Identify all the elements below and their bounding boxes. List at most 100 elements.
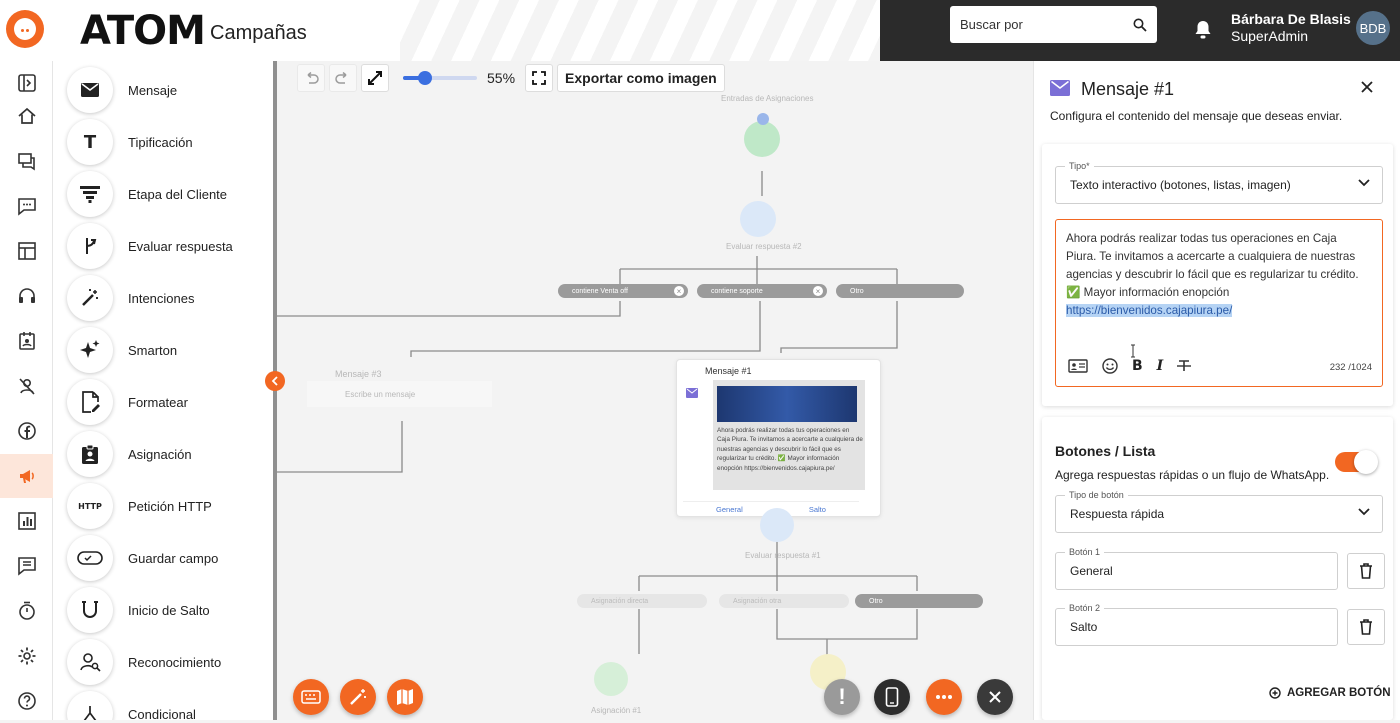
close-icon[interactable] — [1360, 80, 1374, 94]
palette-item-tipificacion[interactable]: T Tipificación — [67, 117, 267, 167]
app-logo-icon[interactable] — [6, 10, 44, 48]
message-button-general[interactable]: General — [716, 505, 743, 514]
boton1-input[interactable]: Botón 1 General — [1055, 547, 1338, 590]
palette-item-etapa[interactable]: Etapa del Cliente — [67, 169, 267, 219]
palette-item-salto[interactable]: Inicio de Salto — [67, 585, 267, 635]
settings-gear-icon[interactable] — [0, 634, 53, 678]
add-button-label: AGREGAR BOTÓN — [1287, 687, 1391, 699]
palette-item-formatear[interactable]: Formatear — [67, 377, 267, 427]
magic-wand-icon — [82, 289, 98, 306]
boton2-value: Salto — [1070, 620, 1098, 634]
palette-item-smarton[interactable]: Smarton — [67, 325, 267, 375]
node-label: Evaluar respuesta #1 — [745, 551, 821, 560]
buttons-toggle[interactable] — [1335, 450, 1378, 474]
envelope-icon — [686, 388, 698, 398]
palette-item-evaluar[interactable]: Evaluar respuesta — [67, 221, 267, 271]
message-button-salto[interactable]: Salto — [808, 505, 826, 514]
tipo-select[interactable]: Tipo* Texto interactivo (botones, listas… — [1055, 161, 1383, 204]
tipo-label: Tipo* — [1065, 161, 1094, 171]
facebook-icon[interactable] — [0, 409, 53, 453]
zoom-slider-fill — [403, 76, 426, 80]
calendar-user-icon[interactable] — [0, 319, 53, 363]
delete-boton1-button[interactable] — [1347, 553, 1385, 589]
flow-canvas[interactable]: 55% Exportar como imagen Entradas de Asi… — [277, 61, 1033, 720]
add-button[interactable]: AGREGAR BOTÓN — [1269, 687, 1391, 699]
message-text: Ahora podrás realizar todas tus operacio… — [1066, 230, 1366, 320]
avatar[interactable]: BDB — [1356, 11, 1390, 45]
italic-icon[interactable]: I — [1156, 358, 1164, 374]
condition-pill-text: Asignación directa — [591, 597, 649, 605]
emoji-icon[interactable] — [1102, 358, 1118, 374]
palette-item-guardar[interactable]: Guardar campo — [67, 533, 267, 583]
palette-item-http[interactable]: HTTP Petición HTTP — [67, 481, 267, 531]
palette-item-reconocimiento[interactable]: Reconocimiento — [67, 637, 267, 687]
message3-node[interactable]: Escribe un mensaje — [307, 381, 492, 407]
warnings-button[interactable]: ! — [824, 679, 860, 715]
message-link[interactable]: https://bienvenidos.cajapiura.pe/ — [1066, 304, 1233, 317]
message-image — [717, 386, 857, 422]
redo-button[interactable] — [329, 64, 357, 92]
assignment-node[interactable] — [594, 662, 628, 696]
reports-chart-icon[interactable] — [0, 499, 53, 543]
keyboard-shortcuts-button[interactable] — [293, 679, 329, 715]
notification-bell-icon[interactable] — [1194, 20, 1212, 40]
toggle-sidebar-icon[interactable] — [0, 61, 53, 105]
remove-condition-icon[interactable]: × — [813, 286, 823, 296]
condition-pill[interactable]: Asignación otra — [719, 594, 849, 608]
close-canvas-menu-button[interactable] — [977, 679, 1013, 715]
eval1-node[interactable] — [760, 508, 794, 542]
phone-preview-button[interactable] — [874, 679, 910, 715]
auto-arrange-button[interactable] — [340, 679, 376, 715]
undo-button[interactable] — [297, 64, 325, 92]
keyboard-icon — [301, 690, 321, 704]
entry-node[interactable] — [744, 121, 780, 157]
chat-icon[interactable] — [0, 184, 53, 228]
headset-icon[interactable] — [0, 274, 53, 318]
collapse-palette-button[interactable] — [265, 371, 285, 391]
bold-icon[interactable]: B — [1132, 358, 1143, 374]
palette-item-label: Mensaje — [128, 82, 178, 98]
help-icon[interactable] — [0, 679, 53, 723]
conversations-icon[interactable] — [0, 139, 53, 183]
user-off-icon[interactable] — [0, 364, 53, 408]
boton2-input[interactable]: Botón 2 Salto — [1055, 603, 1338, 646]
palette-item-condicional[interactable]: Condicional — [67, 689, 267, 720]
message-textarea[interactable]: Ahora podrás realizar todas tus operacio… — [1055, 219, 1383, 387]
dashboard-icon[interactable] — [0, 229, 53, 273]
strikethrough-icon[interactable] — [1177, 359, 1192, 373]
condition-pill[interactable]: Asignación directa — [577, 594, 707, 608]
entry-node-dot — [757, 113, 769, 125]
campaigns-megaphone-icon[interactable] — [0, 454, 53, 498]
contact-card-icon[interactable] — [1068, 359, 1088, 373]
zoom-slider[interactable] — [403, 71, 477, 85]
palette-item-intenciones[interactable]: Intenciones — [67, 273, 267, 323]
fit-view-button[interactable] — [361, 64, 389, 92]
home-icon[interactable] — [0, 94, 53, 138]
condition-pill[interactable]: contiene soporte× — [697, 284, 827, 298]
message-content-card: Tipo* Texto interactivo (botones, listas… — [1042, 144, 1393, 406]
delete-boton2-button[interactable] — [1347, 609, 1385, 645]
condition-pill[interactable]: contiene Venta off× — [558, 284, 688, 298]
list-icon[interactable] — [0, 544, 53, 588]
message1-node-card[interactable]: Mensaje #1 Ahora podrás realizar todas t… — [676, 359, 881, 517]
export-image-button[interactable]: Exportar como imagen — [557, 64, 725, 92]
tipo-boton-select[interactable]: Tipo de botón Respuesta rápida — [1055, 490, 1383, 533]
condition-pill[interactable]: Otro — [836, 284, 964, 298]
panel-subtitle: Configura el contenido del mensaje que d… — [1050, 109, 1343, 123]
timer-icon[interactable] — [0, 589, 53, 633]
condition-pill[interactable]: Otro — [855, 594, 983, 608]
search-icon[interactable] — [1133, 18, 1147, 32]
chevron-down-icon — [1358, 508, 1370, 516]
palette-item-mensaje[interactable]: Mensaje — [67, 65, 267, 115]
remove-condition-icon[interactable]: × — [674, 286, 684, 296]
search-input[interactable]: Buscar por — [950, 6, 1157, 43]
fullscreen-button[interactable] — [525, 64, 554, 92]
eval2-node[interactable] — [740, 201, 776, 237]
zoom-slider-knob[interactable] — [418, 71, 433, 85]
minimap-button[interactable] — [387, 679, 423, 715]
palette-item-asignacion[interactable]: Asignación — [67, 429, 267, 479]
more-options-button[interactable] — [926, 679, 962, 715]
node-config-panel: Mensaje #1 Configura el contenido del me… — [1033, 61, 1400, 720]
chevron-down-icon — [1358, 179, 1370, 187]
sparkles-icon — [80, 340, 100, 358]
